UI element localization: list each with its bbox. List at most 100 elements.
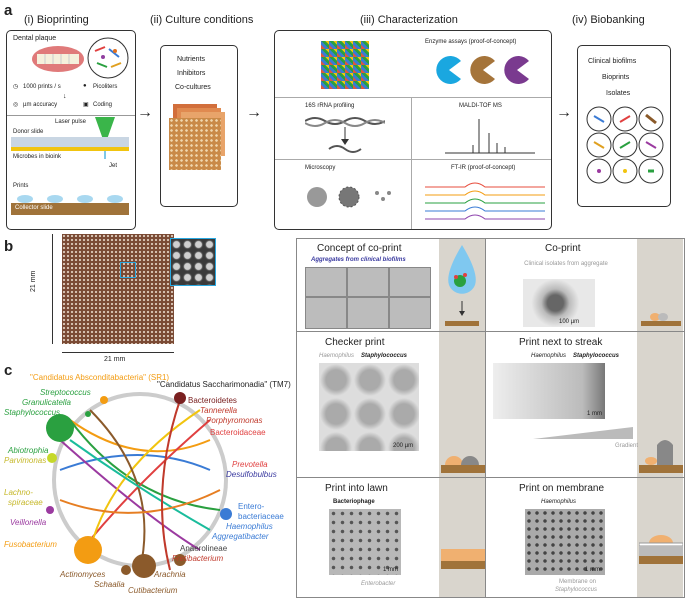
prints-per-second-label: 1000 prints / s [23,84,61,90]
taxon-prevotella: Prevotella [232,460,268,469]
taxon-desulfobulbus: Desulfobulbus [226,470,277,479]
microbes-bioink-label: Microbes in bioink [13,154,62,160]
prints-label: Prints [13,183,29,189]
isolate-plates [586,106,664,184]
printed-droplets [17,195,123,203]
tm7-title: "Candidatus Saccharimonadia" (TM7) [157,380,291,389]
streak-micrograph [493,363,605,419]
taxon-bacteroidaceae: Bacteroidaceae [210,428,266,437]
taxon-streptococcus: Streptococcus [40,388,91,397]
print-next-to-streak-title: Print next to streak [519,337,603,348]
gradient-wedge [533,427,633,439]
print-into-lawn-title: Print into lawn [325,483,388,494]
dim-x-label: 21 mm [104,356,126,363]
coprint-droplets [641,313,681,326]
micrograph [389,267,431,297]
panel-c-label: c [4,362,13,379]
side-strip [439,478,485,597]
gradient-label: Gradient [615,443,639,449]
taxon-granulicatella: Granulicatella [22,398,71,407]
enzyme-assays-title: Enzyme assays (proof-of-concept) [425,39,517,45]
taxon-arachnia: Arachnia [154,570,186,579]
down-arrow-icon: ↓ [63,93,67,100]
zoom-inset [170,238,216,286]
zoom-region-box [120,262,136,278]
culture-nutrients: Nutrients [177,56,206,63]
streak-haemophilus: Haemophilus [531,353,567,359]
coprint-title: Co-print [545,243,581,254]
checker-print-title: Checker print [325,337,385,348]
taxon-anaerolineae: Anaerolineae [180,544,228,553]
taxon-abiotrophia: Abiotrophia [8,446,49,455]
coprint-micrograph [523,279,595,327]
panel-d-divider-v [485,239,486,597]
arrow-right-icon: → [137,104,153,121]
taxon-enterobacteriaceae-2: bacteriaceae [238,512,284,521]
accuracy-label: µm accuracy [23,102,58,108]
well-grid [321,41,369,89]
membrane-staph-label: Staphylococcus [555,587,598,593]
taxon-fusobacterium: Fusobacterium [4,540,57,549]
biobanking-box: Clinical biofilms Bioprints Isolates [577,45,671,207]
micrograph [305,267,347,297]
culture-cocultures: Co-cultures [175,84,211,91]
step-bioprinting-title: (i) Bioprinting [24,14,89,26]
taxon-lachnospiraceae-1: Lachno- [4,488,33,497]
teeth-illustration [32,46,84,72]
taxon-cutibacterium: Cutibacterium [128,586,178,595]
droplet-icon [445,245,479,326]
dna-illustration [305,117,385,153]
enzyme-icons [436,56,529,84]
arrow-right-icon: → [556,104,572,121]
taxon-parvimonas: Parvimonas [4,456,47,465]
step-biobanking-title: (iv) Biobanking [572,14,645,26]
divider-line [7,115,135,116]
taxon-lachnospiraceae-2: spiraceae [8,498,43,507]
microscopy-illustration [307,186,391,208]
characterization-box: Enzyme assays (proof-of-concept) 16S rRN… [274,30,552,230]
donor-slide [11,137,129,147]
dim-y-line [52,234,53,344]
micrograph [389,297,431,329]
aggregates-subtitle: Aggregates from clinical biofilms [311,257,406,263]
membrane-on-label: Membrane on [559,579,597,585]
lawn-micrograph [329,509,401,575]
jet-label: Jet [109,163,118,169]
picoliters-label: Picoliters [93,84,118,90]
droplet-icon: ● [83,83,87,89]
bioprint-grid-photo [62,234,174,344]
membrane-micrograph [525,509,605,575]
step-characterization-title: (iii) Characterization [360,14,458,26]
checker-micrograph [319,363,419,451]
laser-pulse-label: Laser pulse [55,119,87,125]
culture-box: Nutrients Inhibitors Co-cultures [160,45,238,207]
lawn-layers [441,549,485,569]
biobank-clinical-biofilms: Clinical biofilms [588,58,637,65]
taxon-aggregatibacter: Aggregatibacter [212,532,269,541]
membrane-layers [639,535,683,564]
taxon-tannerella: Tannerella [200,406,238,415]
lawn-enterobacter: Enterobacter [361,581,396,587]
coding-icon: ▣ [83,102,89,108]
biobank-bioprints: Bioprints [602,74,630,81]
micrograph [305,297,347,329]
step-culture-title: (ii) Culture conditions [150,14,254,26]
bioink-layer [11,147,129,151]
side-strip [439,332,485,477]
checker-haemophilus: Haemophilus [319,353,355,359]
grid-divider-h2 [275,159,551,160]
target-icon: ◎ [13,102,19,108]
plate-stack-top [169,118,221,170]
collector-slide [11,203,129,215]
taxon-bacteroidetes: Bacteroidetes [188,396,237,405]
panel-b-label: b [4,238,14,255]
clock-icon: ◷ [13,84,19,90]
dim-y-label: 21 mm [30,270,37,292]
microscopy-title: Microscopy [305,165,336,171]
taxon-schaalia: Schaalia [94,580,125,589]
arrow-right-icon: → [246,104,262,121]
lawn-bacteriophage: Bacteriophage [333,499,375,505]
maldi-tof-title: MALDI-TOF MS [459,103,502,109]
donor-slide-label: Donor slide [13,129,44,135]
sr1-title: "Candidatus Absconditabacteria" (SR1) [30,373,170,382]
